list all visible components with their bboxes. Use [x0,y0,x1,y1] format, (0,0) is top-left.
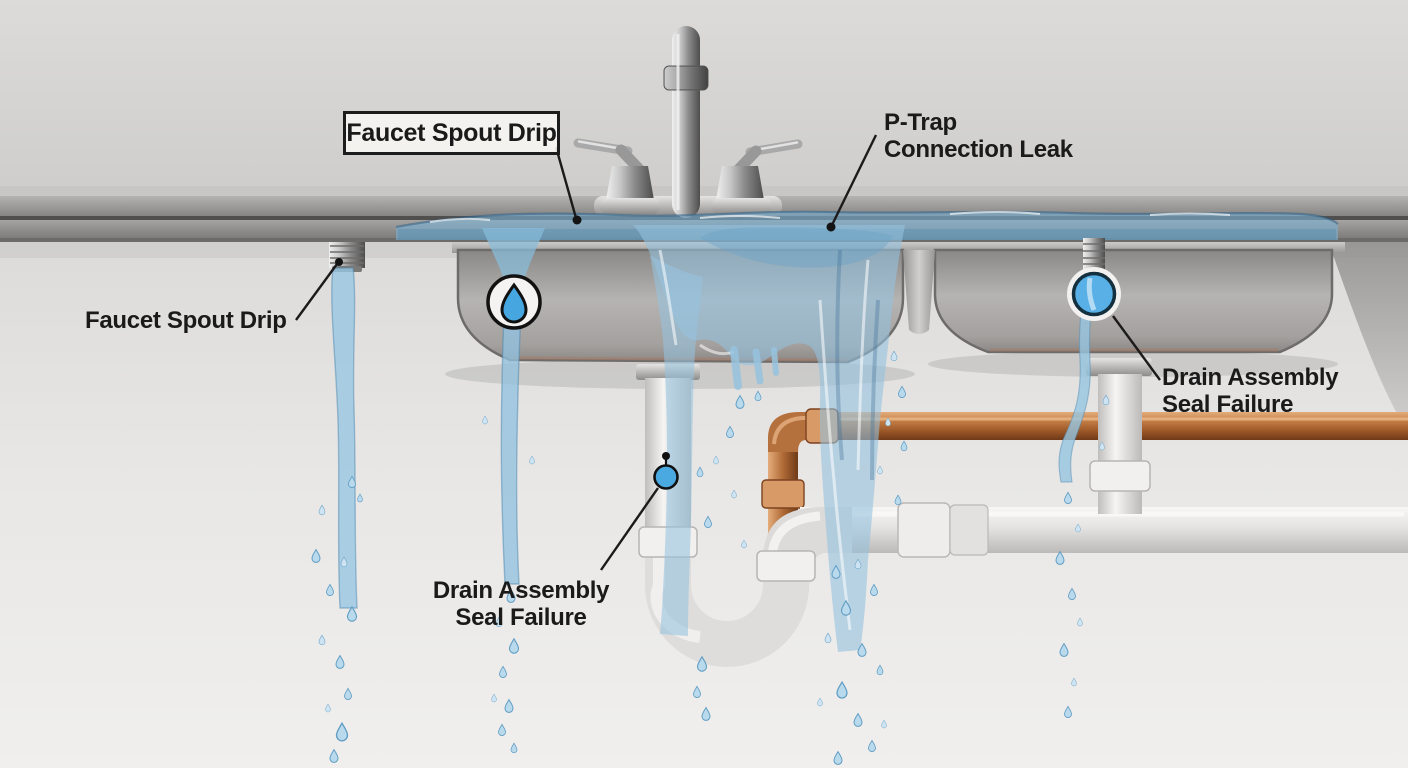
leader-drain-bottom [600,487,659,571]
sink-side-shadow [1332,242,1408,432]
right-tailpiece [1098,374,1142,514]
label-text: Faucet Spout Drip [85,307,287,334]
label-line-2: Connection Leak [884,136,1073,163]
label-line-2: Seal Failure [455,604,587,631]
callout-leader-lines [295,134,1161,571]
faucet [573,26,803,218]
leader-p-trap [830,134,878,226]
leader-faucet-side [295,263,338,321]
label-text: Faucet Spout Drip [346,118,557,147]
label-faucet-spout-drip-callout: Faucet Spout Drip [343,111,560,155]
water-overflow [331,210,1339,652]
label-drain-seal-failure-bottom: Drain Assembly Seal Failure [421,577,621,631]
right-sink-bowl [933,248,1334,354]
trap-outlet-nut [756,550,816,582]
label-line-2: Seal Failure [1162,391,1294,418]
water-droplet-badge-icon [486,274,542,330]
waterfall [633,225,905,652]
leak-markers [486,238,1121,490]
label-line-1: Drain Assembly [1162,364,1339,391]
label-line-1: P-Trap [884,109,957,136]
leak-pin-icon [653,452,679,490]
leader-faucet-top [554,146,578,219]
faucet-gooseneck-spout [672,26,700,218]
sink-divider [903,250,935,334]
leader-drain-right [1112,315,1161,381]
label-line-1: Drain Assembly [432,577,610,604]
label-p-trap-connection-leak: P-Trap Connection Leak [884,109,1073,163]
leak-spot-badge-icon [1067,238,1121,321]
label-drain-seal-failure-right: Drain Assembly Seal Failure [1162,364,1339,418]
label-faucet-spout-drip-side: Faucet Spout Drip [85,307,287,334]
right-drain-flange [1086,358,1152,376]
